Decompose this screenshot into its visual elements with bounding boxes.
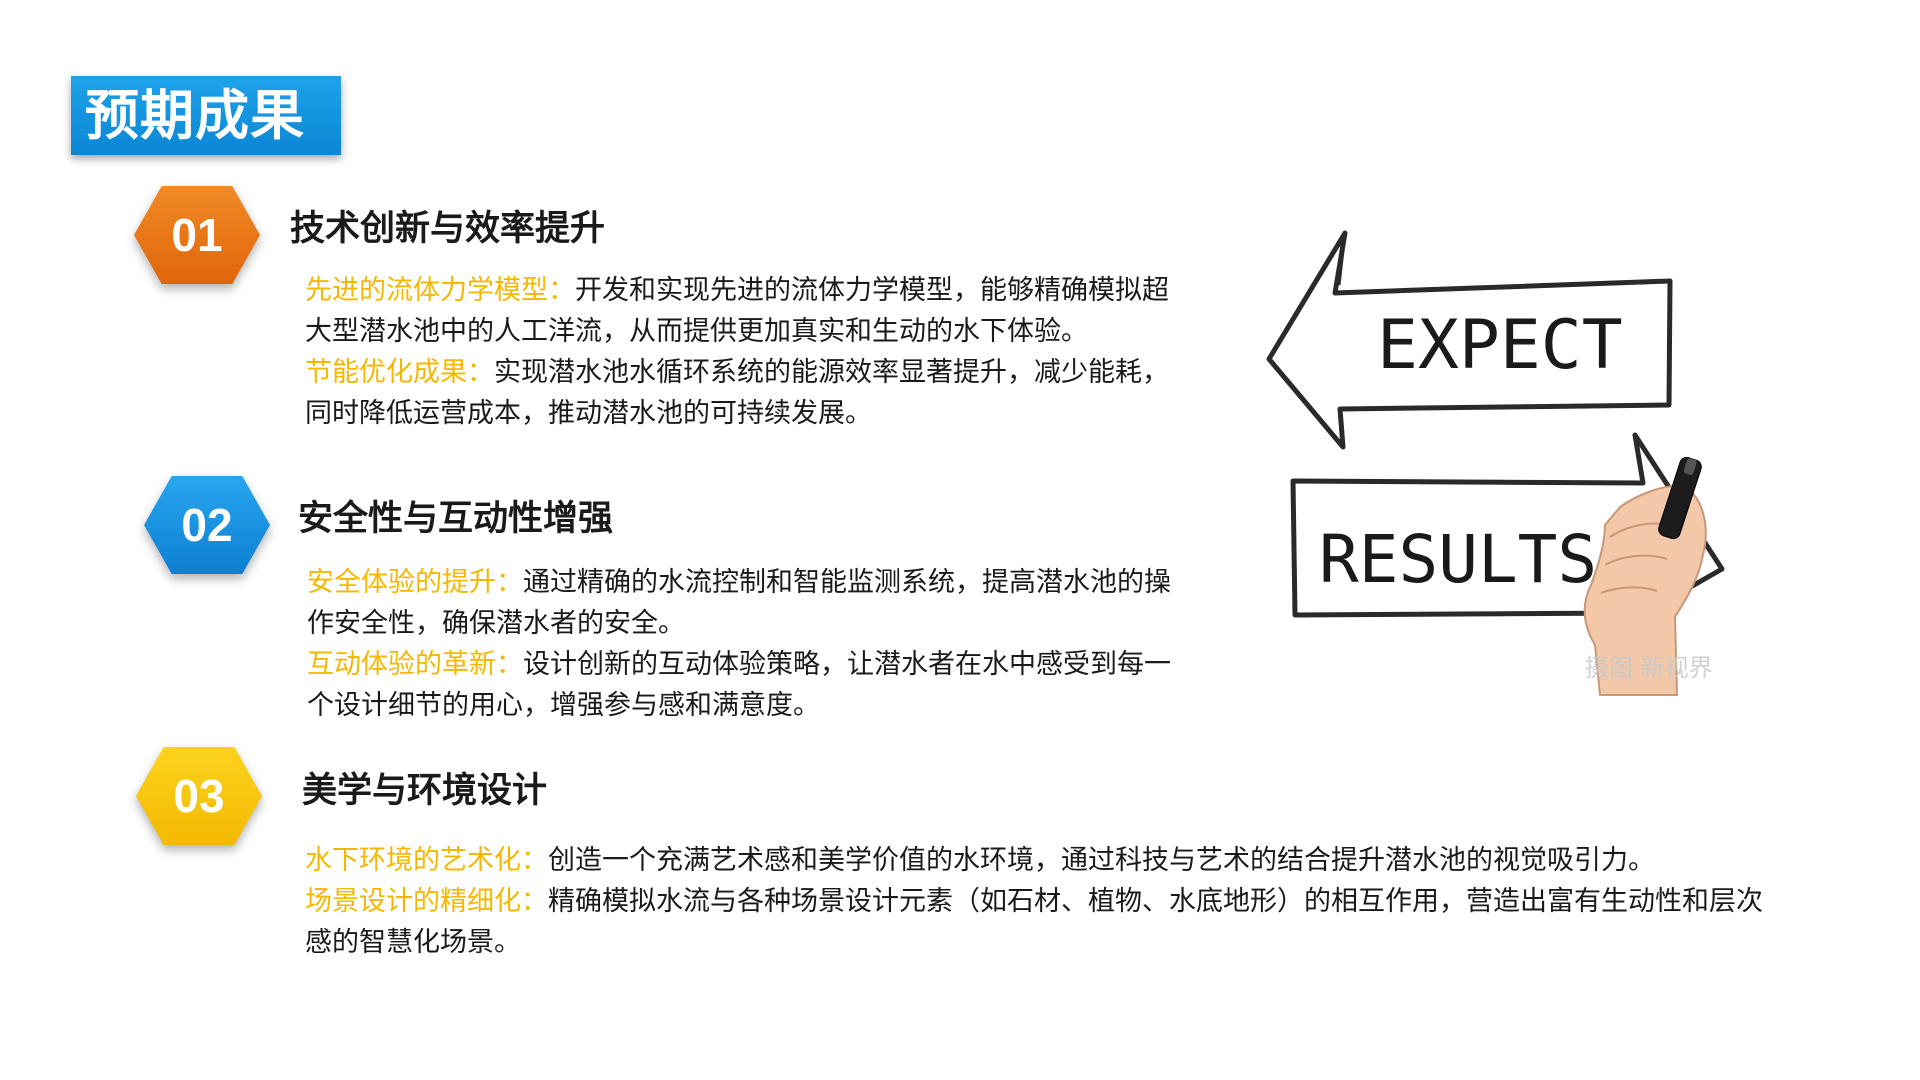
section-3-body: 水下环境的艺术化：创造一个充满艺术感和美学价值的水环境，通过科技与艺术的结合提升… bbox=[305, 840, 1775, 963]
section-1-body: 先进的流体力学模型：开发和实现先进的流体力学模型，能够精确模拟超大型潜水池中的人… bbox=[305, 270, 1175, 434]
section-2-item-2-label: 互动体验的革新： bbox=[307, 649, 523, 680]
section-1-item-1-label: 先进的流体力学模型： bbox=[305, 275, 575, 306]
image-watermark: 摄图 新视界 bbox=[1585, 654, 1713, 682]
section-2-body: 安全体验的提升：通过精确的水流控制和智能监测系统，提高潜水池的操作安全性，确保潜… bbox=[307, 562, 1177, 726]
page-title-box: 预期成果 bbox=[71, 76, 341, 155]
section-3-title: 美学与环境设计 bbox=[302, 771, 548, 811]
section-1-item-1-text: 开发和实现先进的流体力学模型，能够精确模拟超大型潜水池中的人工洋流，从而提供更加… bbox=[305, 275, 1169, 347]
section-1-number: 01 bbox=[171, 209, 223, 261]
section-3-item-1-text: 创造一个充满艺术感和美学价值的水环境，通过科技与艺术的结合提升潜水池的视觉吸引力… bbox=[548, 845, 1655, 876]
left-arrow-sign-icon: EXPECT bbox=[1266, 230, 1673, 450]
bottom-sign-text: RESULTS bbox=[1319, 521, 1597, 598]
section-2-item-2-text: 设计创新的互动体验策略，让潜水者在水中感受到每一个设计细节的用心，增强参与感和满… bbox=[307, 649, 1171, 721]
top-sign-text: EXPECT bbox=[1377, 306, 1623, 385]
expect-results-svg: EXPECT RESULTS bbox=[1266, 230, 1725, 696]
section-3-item-2-text: 精确模拟水流与各种场景设计元素（如石材、植物、水底地形）的相互作用，营造出富有生… bbox=[305, 886, 1763, 958]
expect-results-illustration: EXPECT RESULTS bbox=[1265, 225, 1745, 705]
section-3-item-1: 水下环境的艺术化：创造一个充满艺术感和美学价值的水环境，通过科技与艺术的结合提升… bbox=[305, 840, 1775, 881]
section-3-item-2: 场景设计的精细化：精确模拟水流与各种场景设计元素（如石材、植物、水底地形）的相互… bbox=[305, 881, 1775, 963]
section-1-item-2-label: 节能优化成果： bbox=[305, 357, 494, 388]
page-title: 预期成果 bbox=[85, 83, 305, 147]
section-3-number: 03 bbox=[173, 770, 225, 822]
section-2-number: 02 bbox=[181, 499, 233, 551]
section-2-item-1-text: 通过精确的水流控制和智能监测系统，提高潜水池的操作安全性，确保潜水者的安全。 bbox=[307, 567, 1171, 639]
section-1-item-2: 节能优化成果：实现潜水池水循环系统的能源效率显著提升，减少能耗，同时降低运营成本… bbox=[305, 352, 1175, 434]
section-2-title: 安全性与互动性增强 bbox=[298, 499, 614, 539]
section-2-item-1: 安全体验的提升：通过精确的水流控制和智能监测系统，提高潜水池的操作安全性，确保潜… bbox=[307, 562, 1177, 644]
section-1-hexagon: 01 bbox=[134, 186, 260, 284]
section-2-item-1-label: 安全体验的提升： bbox=[307, 567, 523, 598]
hand-with-marker-icon bbox=[1583, 456, 1707, 696]
section-2-item-2: 互动体验的革新：设计创新的互动体验策略，让潜水者在水中感受到每一个设计细节的用心… bbox=[307, 644, 1177, 726]
section-3-hexagon: 03 bbox=[136, 747, 262, 845]
section-3-item-2-label: 场景设计的精细化： bbox=[305, 886, 548, 917]
section-3-item-1-label: 水下环境的艺术化： bbox=[305, 845, 548, 876]
section-1-item-1: 先进的流体力学模型：开发和实现先进的流体力学模型，能够精确模拟超大型潜水池中的人… bbox=[305, 270, 1175, 352]
section-1-item-2-text: 实现潜水池水循环系统的能源效率显著提升，减少能耗，同时降低运营成本，推动潜水池的… bbox=[305, 357, 1169, 429]
section-2-hexagon: 02 bbox=[144, 476, 270, 574]
section-1-title: 技术创新与效率提升 bbox=[290, 209, 606, 249]
